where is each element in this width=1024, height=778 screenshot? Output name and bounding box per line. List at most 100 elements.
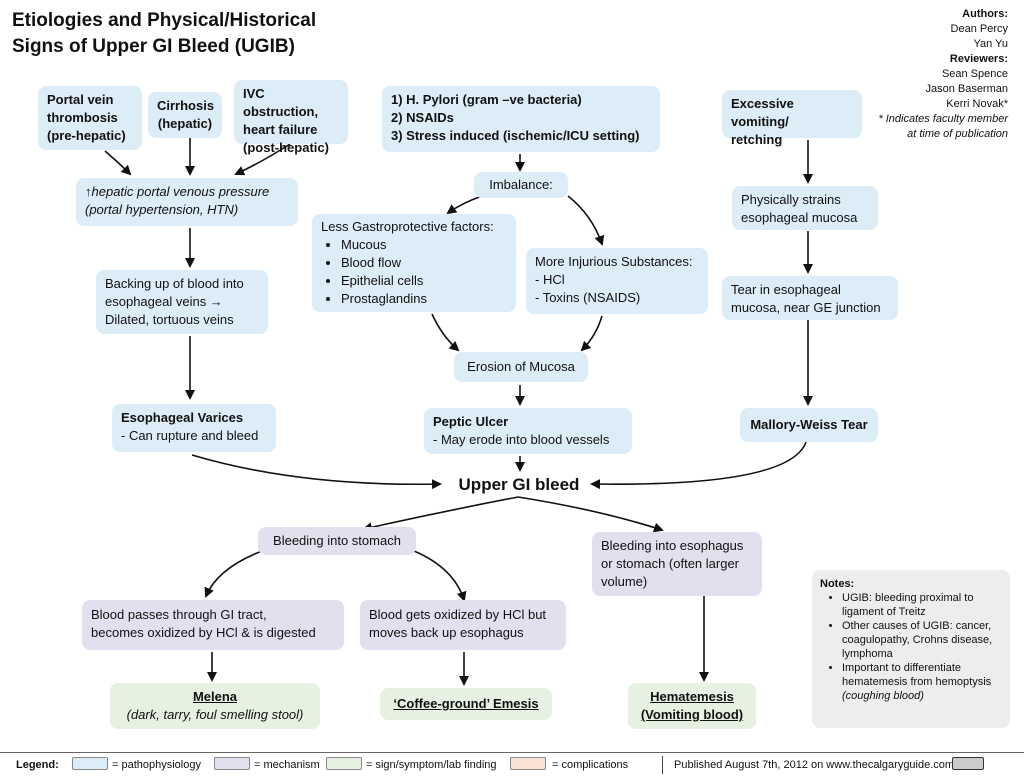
legend-mechanism: = mechanism xyxy=(254,759,320,771)
box-line: - HCl xyxy=(535,272,565,287)
box-line: - May erode into blood vessels xyxy=(433,432,610,447)
box-line: Cirrhosis xyxy=(157,98,215,113)
box-line: volume) xyxy=(601,574,648,589)
box-line: 3) Stress induced (ischemic/ICU setting) xyxy=(391,128,640,143)
note-text: Important to differentiate hematemesis f… xyxy=(842,662,992,688)
box-line: - Toxins (NSAIDS) xyxy=(535,290,641,305)
box-line: ‘Coffee-ground’ Emesis xyxy=(393,696,539,711)
legend-separator xyxy=(662,756,663,774)
box-line: (pre-hepatic) xyxy=(47,128,126,143)
authors-block: Authors: Dean Percy Yan Yu Reviewers: Se… xyxy=(878,7,1008,142)
box-line: Bleeding into stomach xyxy=(273,533,401,548)
legend: Legend: = pathophysiology = mechanism = … xyxy=(0,752,1024,778)
note-italic: (coughing blood) xyxy=(842,690,924,702)
blood-oxidized-box: Blood gets oxidized by HCl but moves bac… xyxy=(360,600,566,650)
legend-divider xyxy=(0,752,1024,753)
coffee-ground-emesis-box: ‘Coffee-ground’ Emesis xyxy=(380,688,552,720)
box-line: ↑hepatic portal venous pressure xyxy=(85,184,270,199)
faculty-note: * Indicates faculty member xyxy=(878,113,1008,125)
box-line: or stomach (often larger xyxy=(601,556,740,571)
box-line: (dark, tarry, foul smelling stool) xyxy=(126,707,304,722)
legend-swatch-mechanism xyxy=(214,757,250,770)
box-line: esophageal veins → xyxy=(105,294,223,309)
list-item: Blood flow xyxy=(341,254,507,272)
arrow xyxy=(580,315,603,352)
box-line: Portal vein xyxy=(47,92,114,107)
box-title: Less Gastroprotective factors: xyxy=(321,219,494,234)
title-line: Etiologies and Physical/Historical xyxy=(12,10,317,31)
list-item: Epithelial cells xyxy=(341,272,507,290)
list-item: Other causes of UGIB: cancer, coagulopat… xyxy=(842,619,1002,661)
license-badge-icon xyxy=(952,757,984,770)
legend-swatch-sign xyxy=(326,757,362,770)
arrow xyxy=(104,150,132,176)
legend-label: Legend: xyxy=(16,759,59,771)
reviewer-name: Sean Spence xyxy=(941,68,1008,80)
injurious-substances-box: More Injurious Substances: - HCl - Toxin… xyxy=(526,248,708,314)
page-title: Etiologies and Physical/Historical Signs… xyxy=(12,8,316,60)
arrow xyxy=(191,454,442,490)
hematemesis-box: Hematemesis (Vomiting blood) xyxy=(628,683,756,729)
reviewer-name: Jason Baserman xyxy=(925,83,1008,95)
gastroprotective-factors-box: Less Gastroprotective factors: Mucous Bl… xyxy=(312,214,516,312)
reviewer-name: Kerri Novak* xyxy=(946,98,1008,110)
backing-up-box: Backing up of blood into esophageal vein… xyxy=(96,270,268,334)
box-line: (post-hepatic) xyxy=(243,140,329,155)
box-line: mucosa, near GE junction xyxy=(731,300,881,315)
box-line: esophageal mucosa xyxy=(741,210,858,225)
arrow xyxy=(204,550,263,598)
legend-pathophysiology: = pathophysiology xyxy=(112,759,201,771)
authors-label: Authors: xyxy=(962,8,1008,20)
legend-complications: = complications xyxy=(552,759,629,771)
causes-box: 1) H. Pylori (gram –ve bacteria) 2) NSAI… xyxy=(382,86,660,152)
published-note: Published August 7th, 2012 on www.thecal… xyxy=(674,759,955,771)
arrow xyxy=(362,496,519,533)
strains-mucosa-box: Physically strains esophageal mucosa xyxy=(732,186,878,230)
legend-swatch-complications xyxy=(510,757,546,770)
box-line: becomes oxidized by HCl & is digested xyxy=(91,625,316,640)
legend-sign: = sign/symptom/lab finding xyxy=(366,759,497,771)
box-line: Blood passes through GI tract, xyxy=(91,607,267,622)
bleeding-esophagus-box: Bleeding into esophagus or stomach (ofte… xyxy=(592,532,762,596)
bleeding-stomach-box: Bleeding into stomach xyxy=(258,527,416,555)
arrow xyxy=(413,550,467,602)
upper-gi-bleed-label: Upper GI bleed xyxy=(458,475,580,494)
mallory-weiss-box: Mallory-Weiss Tear xyxy=(740,408,878,442)
box-line: retching xyxy=(731,132,783,147)
box-line: More Injurious Substances: xyxy=(535,254,693,269)
box-line: 1) H. Pylori (gram –ve bacteria) xyxy=(391,92,582,107)
ivc-obstruction-box: IVC obstruction, heart failure (post-hep… xyxy=(234,80,348,155)
box-line: Tear in esophageal xyxy=(731,282,841,297)
title-line: Signs of Upper GI Bleed (UGIB) xyxy=(12,36,295,57)
faculty-note: at time of publication xyxy=(907,128,1008,140)
notes-box: Notes: UGIB: bleeding proximal to ligame… xyxy=(812,570,1010,728)
box-line: Erosion of Mucosa xyxy=(467,359,575,374)
arrow xyxy=(446,195,483,215)
arrow xyxy=(590,441,807,490)
imbalance-box: Imbalance: xyxy=(474,172,568,198)
peptic-ulcer-box: Peptic Ulcer - May erode into blood vess… xyxy=(424,408,632,454)
box-line: Hematemesis xyxy=(650,689,734,704)
box-title: Peptic Ulcer xyxy=(433,414,509,429)
arrow xyxy=(517,496,664,533)
reviewers-label: Reviewers: xyxy=(949,53,1008,65)
legend-swatch-pathophysiology xyxy=(72,757,108,770)
list-item: Important to differentiate hematemesis f… xyxy=(842,661,1002,703)
author-name: Dean Percy xyxy=(950,23,1008,35)
box-line: Bleeding into esophagus xyxy=(601,538,744,553)
box-line: Blood gets oxidized by HCl but xyxy=(369,607,547,622)
excessive-vomiting-box: Excessive vomiting/ retching xyxy=(722,90,862,147)
esophageal-tear-box: Tear in esophageal mucosa, near GE junct… xyxy=(722,276,898,320)
box-line: (portal hypertension, HTN) xyxy=(85,202,239,217)
list-item: Prostaglandins xyxy=(341,290,507,308)
box-line: (hepatic) xyxy=(157,116,213,131)
notes-title: Notes: xyxy=(820,578,855,590)
blood-passes-box: Blood passes through GI tract, becomes o… xyxy=(82,600,344,650)
box-line: Backing up of blood into xyxy=(105,276,244,291)
factors-list: Mucous Blood flow Epithelial cells Prost… xyxy=(321,236,507,308)
box-line: thrombosis xyxy=(47,110,118,125)
arrow xyxy=(234,143,291,176)
list-item: UGIB: bleeding proximal to ligament of T… xyxy=(842,591,1002,619)
box-line: Mallory-Weiss Tear xyxy=(750,417,868,432)
